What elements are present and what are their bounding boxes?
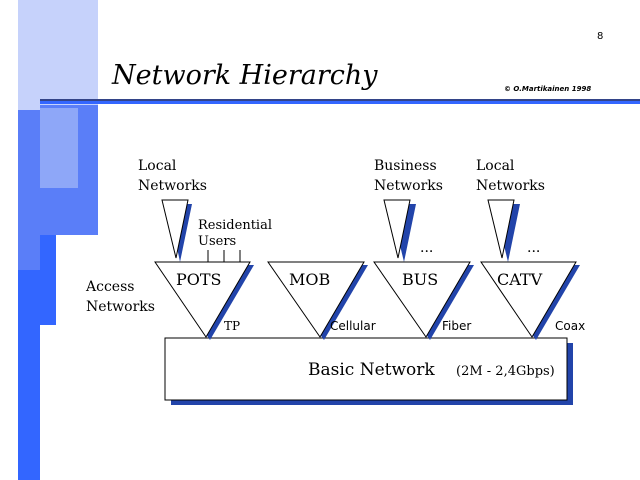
local-networks-left-line2: Networks — [138, 178, 207, 194]
page-number: 8 — [597, 31, 603, 42]
decor-bar-light — [40, 0, 98, 105]
business-networks-line2: Networks — [374, 178, 443, 194]
basic-network-capacity: (2M - 2,4Gbps) — [456, 364, 555, 379]
decor-bar-mid-3 — [18, 110, 40, 270]
local-networks-right-line1: Local — [476, 158, 515, 174]
access-node-catv: CATV Coax — [480, 261, 585, 340]
copyright: © O.Martikainen 1998 — [504, 85, 591, 93]
local-networks-right-line2: Networks — [476, 178, 545, 194]
funnel-local-left — [161, 199, 192, 262]
title-rule — [40, 99, 640, 101]
left-decor-bars — [0, 0, 98, 480]
residential-users-line1: Residential — [198, 218, 272, 233]
access-medium-coax: Coax — [555, 319, 585, 333]
access-node-mob: MOB Cellular — [267, 261, 376, 340]
basic-network-box: Basic Network (2M - 2,4Gbps) — [164, 337, 573, 405]
access-medium-fiber: Fiber — [442, 319, 471, 333]
residential-user-lines — [207, 250, 241, 262]
residential-users-line2: Users — [198, 234, 236, 249]
access-node-label-bus: BUS — [402, 270, 438, 289]
access-node-label-catv: CATV — [497, 270, 543, 289]
title-rule-shadow — [40, 101, 640, 104]
basic-network-rect — [164, 337, 568, 401]
ellipsis-local-right: ... — [527, 240, 540, 256]
access-node-bus: BUS Fiber — [373, 261, 474, 340]
local-networks-left-line1: Local — [138, 158, 177, 174]
access-medium-tp: TP — [224, 319, 240, 333]
ellipsis-business: ... — [420, 240, 433, 256]
slide-title: Network Hierarchy — [111, 60, 378, 91]
funnel-local-right — [487, 199, 520, 262]
access-node-label-pots: POTS — [176, 270, 222, 289]
decor-bar-mid-2 — [40, 108, 78, 188]
basic-network-label: Basic Network — [308, 360, 435, 380]
funnel-business — [383, 199, 416, 262]
access-networks-line1: Access — [85, 279, 134, 295]
access-node-pots: POTS TP — [154, 261, 254, 340]
access-node-label-mob: MOB — [289, 270, 330, 289]
business-networks-line1: Business — [374, 158, 437, 174]
access-medium-cellular: Cellular — [330, 319, 376, 333]
access-networks-line2: Networks — [86, 299, 155, 315]
